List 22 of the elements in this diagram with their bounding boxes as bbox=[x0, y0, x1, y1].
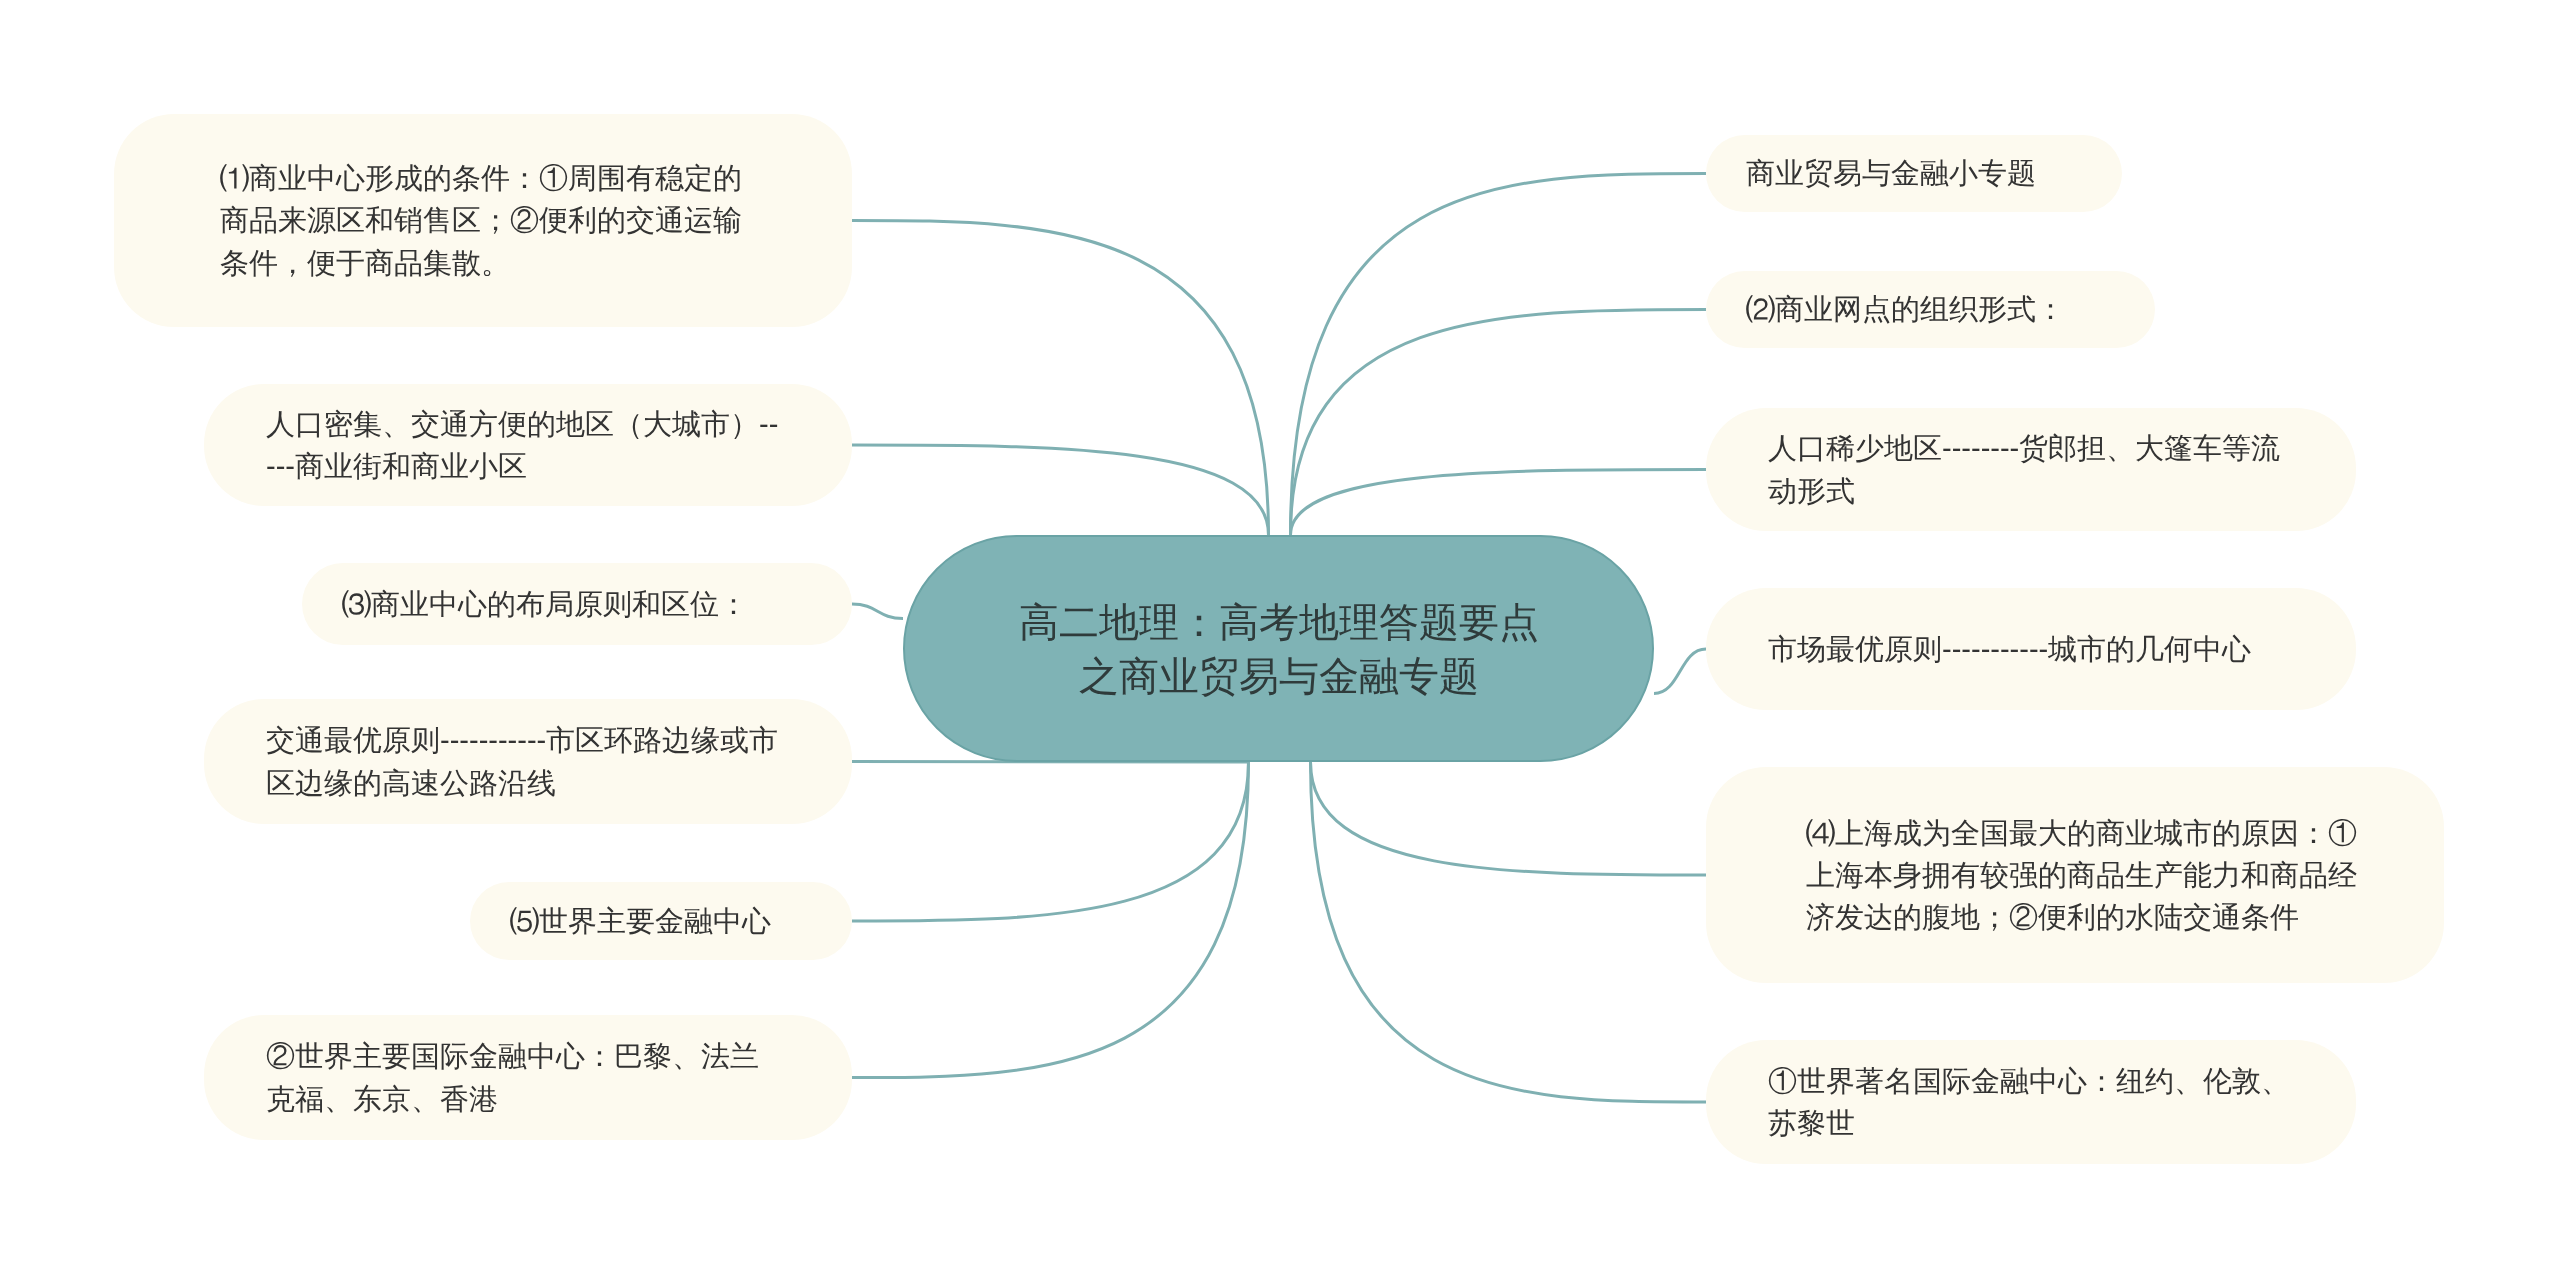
topic-bubble bbox=[1706, 767, 2444, 983]
connector-line bbox=[1289, 468, 1706, 536]
connector-line bbox=[1653, 647, 1707, 695]
topic-text: 人口稀少地区--------货郎担、大篷车等流动形式 bbox=[1768, 431, 2282, 509]
topic-text: ⑶商业中心的布局原则和区位： bbox=[342, 586, 749, 622]
topic-text: ②世界主要国际金融中心：巴黎、法兰克福、东京、香港 bbox=[266, 1039, 760, 1117]
topic-text: 人口密集、交通方便的地区（大城市）-----商业街和商业小区 bbox=[266, 406, 780, 484]
topic-text: ①世界著名国际金融中心：纽约、伦敦、苏黎世 bbox=[1768, 1063, 2291, 1141]
connector-line bbox=[852, 443, 1270, 536]
connector-line bbox=[1309, 761, 1706, 1104]
connector-line bbox=[852, 761, 1250, 1079]
topic-text: 交通最优原则-----------市区环路边缘或市区边缘的高速公路沿线 bbox=[266, 723, 780, 801]
topic-title: 高二地理：高考地理答题要点之商业贸易与金融专题 bbox=[1017, 598, 1540, 700]
topic-text: ⑴商业中心形成的条件：①周围有稳定的商品来源区和销售区；②便利的交通运输条件，便于商品集散。 bbox=[220, 161, 743, 281]
topic-text: 市场最优原则-----------城市的几何中心 bbox=[1768, 631, 2253, 667]
topic-text: ⑵商业网点的组织形式： bbox=[1746, 292, 2066, 328]
topic-text: 商业贸易与金融小专题 bbox=[1746, 156, 2037, 192]
topic-bubble bbox=[114, 114, 852, 327]
topic-text: ⑸世界主要金融中心 bbox=[510, 903, 772, 939]
connector-line bbox=[852, 760, 1249, 764]
connector-line bbox=[851, 602, 904, 620]
topic-text: ⑷上海成为全国最大的商业城市的原因：①上海本身拥有较强的商品生产能力和商品经济发达的腹地；②便利的水陆交通条件 bbox=[1806, 815, 2358, 935]
